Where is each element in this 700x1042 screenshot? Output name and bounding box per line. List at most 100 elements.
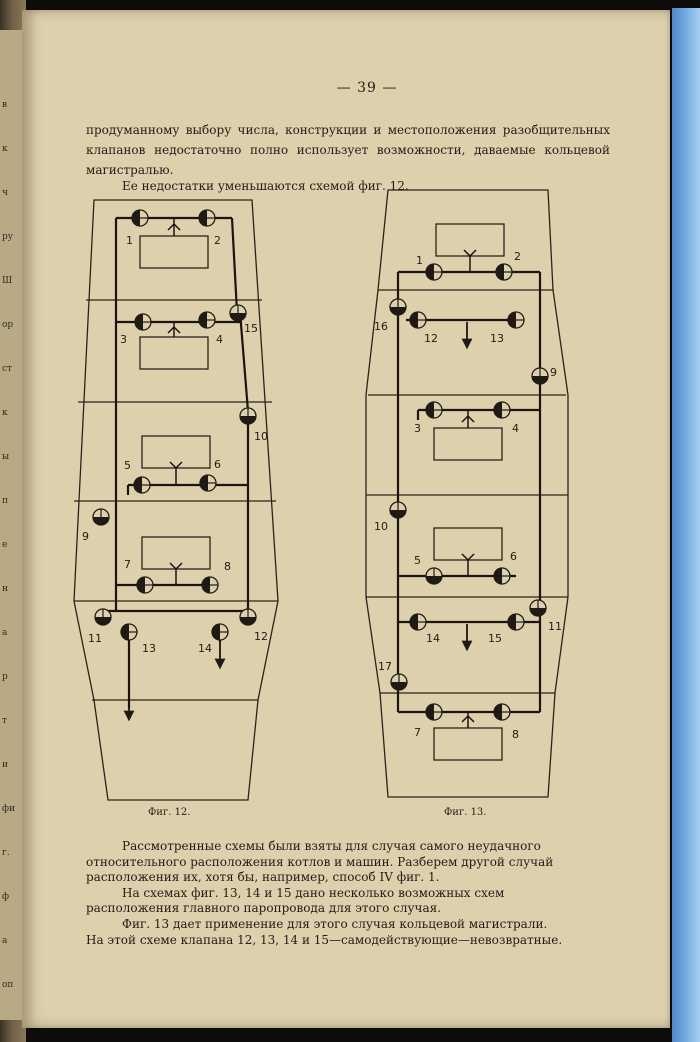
valve-icon: [425, 401, 443, 419]
prev-page-mark: ст: [2, 364, 13, 374]
valve-label: 11: [88, 632, 102, 645]
valve-label: 12: [254, 630, 268, 643]
paragraph-fig12-intro: Ее недостатки уменьшаются схемой фиг. 12…: [122, 179, 409, 193]
pipe-network: [396, 270, 542, 714]
valve-label: 15: [244, 322, 258, 335]
page-number: — 39 —: [336, 80, 398, 96]
text-line: расположения главного паропровода для эт…: [86, 901, 442, 916]
valve-label: 7: [124, 558, 131, 571]
valve-icon: [92, 508, 110, 526]
valve-label: 17: [378, 660, 392, 673]
valve-icon: [136, 576, 154, 594]
valve-label: 7: [414, 726, 421, 739]
text-line: относительного расположения котлов и маш…: [86, 854, 554, 869]
prev-page-mark: в: [2, 100, 8, 110]
valve-label: 4: [512, 422, 519, 435]
valve-label: 14: [198, 642, 212, 655]
prev-page-mark: и: [2, 760, 8, 770]
valve-icon: [507, 311, 525, 329]
valve-icon: [133, 476, 151, 494]
valve-icon: [198, 209, 216, 227]
prev-page-mark: а: [2, 628, 8, 638]
valve-label: 10: [374, 520, 388, 533]
prev-page-mark: оп: [2, 980, 14, 990]
valve-icon: [229, 304, 247, 322]
valve-label: 8: [512, 728, 519, 741]
valve-label: 12: [424, 332, 438, 345]
prev-page-mark: ч: [2, 188, 8, 198]
prev-page-mark: п: [2, 496, 8, 506]
paragraph-bottom: Рассмотренные схемы были взяты для случа…: [86, 839, 610, 948]
valve-icon: [131, 209, 149, 227]
valve-icon: [409, 311, 427, 329]
valve-label: 11: [548, 620, 562, 633]
valve-icon: [239, 608, 257, 626]
prev-page-mark: к: [2, 144, 8, 154]
valve-label: 5: [414, 554, 421, 567]
valve-label: 8: [224, 560, 231, 573]
paragraph-top: продуманному выбору числа, конструкции и…: [86, 123, 610, 177]
valve-icon: [493, 567, 511, 585]
text-line: На схемах фиг. 13, 14 и 15 дано нескольк…: [122, 885, 505, 900]
hull-outline: [365, 189, 569, 798]
book-page: — 39 — продуманному выбору числа, констр…: [22, 10, 670, 1028]
valve-icon: [390, 673, 408, 691]
valve-label: 15: [488, 632, 502, 645]
valve-label: 3: [414, 422, 421, 435]
valve-label: 9: [550, 366, 557, 379]
prev-page-mark: н: [2, 584, 8, 594]
valve-label: 9: [82, 530, 89, 543]
valve-icon: [389, 501, 407, 519]
valve-icon: [94, 608, 112, 626]
valve-label: 3: [120, 333, 127, 346]
figure-13: [365, 189, 569, 798]
boiler-connections: [167, 218, 183, 585]
prev-page-mark: ф: [2, 892, 10, 902]
fig13-labels: 1 2 16 12 13 9 3 4 10 5 6 14 15 11 17 7 …: [374, 250, 562, 818]
valve-label: 10: [254, 430, 268, 443]
valve-label: 13: [490, 332, 504, 345]
valve-icon: [507, 613, 525, 631]
fig12-labels: 1 2 3 4 15 10 5 6 9 7 8 11 13 14 12 Фиг.…: [82, 234, 268, 818]
valve-icon: [409, 613, 427, 631]
valve-icon: [425, 703, 443, 721]
prev-page-mark: фи: [2, 804, 16, 814]
valve-label: 1: [416, 254, 423, 267]
valve-icon: [211, 623, 229, 641]
figure-caption: Фиг. 12.: [148, 807, 190, 818]
text-line: Фиг. 13 дает применение для этого случая…: [122, 916, 548, 931]
valve-label: 6: [510, 550, 517, 563]
prev-page-mark: ру: [2, 232, 14, 242]
valve-icon: [198, 311, 216, 329]
boiler-boxes: [433, 223, 505, 761]
valve-icon: [199, 474, 217, 492]
fig12-valves: [92, 209, 257, 641]
valve-label: 4: [216, 333, 223, 346]
fig13-valves: [389, 263, 549, 721]
prev-page-mark: а: [2, 936, 8, 946]
valve-icon: [531, 367, 549, 385]
valve-icon: [425, 263, 443, 281]
prev-page-mark: Ш: [2, 276, 13, 286]
blue-background: [672, 8, 700, 1042]
valve-icon: [493, 401, 511, 419]
figure-12: [73, 199, 279, 801]
valve-icon: [425, 567, 443, 585]
prev-page-mark: к: [2, 408, 8, 418]
valve-icon: [134, 313, 152, 331]
valve-label: 5: [124, 459, 131, 472]
text-line: Рассмотренные схемы были взяты для случа…: [122, 839, 541, 853]
boiler-connections: [461, 249, 477, 728]
text-line: На этой схеме клапана 12, 13, 14 и 15—са…: [86, 932, 563, 947]
prev-page-mark: р: [2, 672, 8, 682]
valve-label: 6: [214, 458, 221, 471]
valve-label: 2: [514, 250, 521, 263]
figure-caption: Фиг. 13.: [444, 807, 486, 818]
valve-icon: [120, 623, 138, 641]
valve-icon: [389, 298, 407, 316]
valve-label: 13: [142, 642, 156, 655]
valve-icon: [529, 599, 547, 617]
valve-label: 2: [214, 234, 221, 247]
